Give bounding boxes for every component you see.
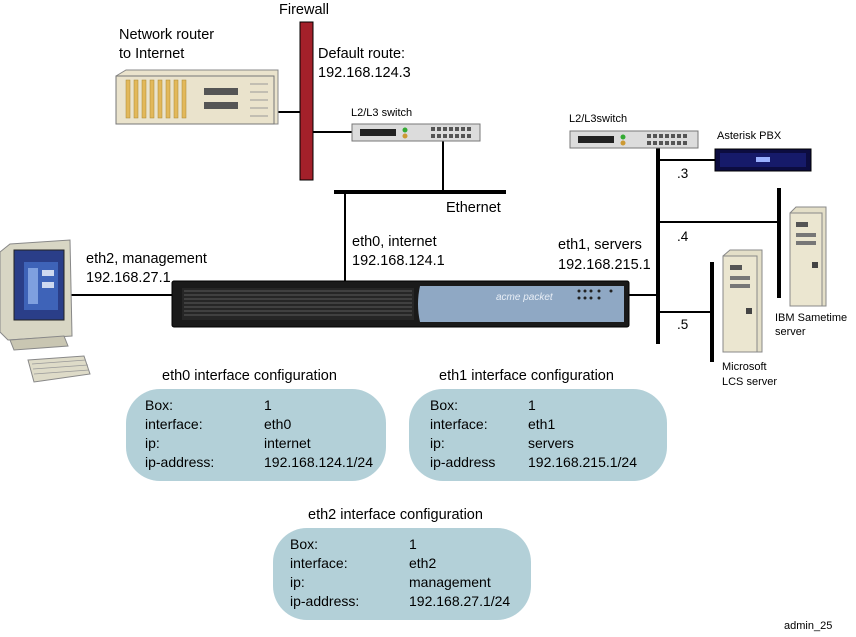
eth0-config-box xyxy=(126,389,386,481)
host-suffix-3: .3 xyxy=(677,166,689,181)
switch-right-label: L2/L3switch xyxy=(569,113,628,125)
host-suffix-4: .4 xyxy=(677,229,689,244)
firewall-bar xyxy=(299,21,314,181)
default-route-line2: 192.168.124.3 xyxy=(318,65,411,81)
connection-lines xyxy=(70,111,781,362)
eth1-config-key: ip-address xyxy=(430,454,496,470)
switch-left-device xyxy=(351,123,481,142)
ibm-server-label-line2: server xyxy=(775,326,806,338)
network-router-device xyxy=(115,69,279,125)
eth2-config-key: ip-address: xyxy=(290,593,360,609)
acme-packet-appliance xyxy=(171,280,630,328)
eth0-config-key: ip: xyxy=(145,435,160,451)
router-label-line2: to Internet xyxy=(119,46,185,62)
eth1-config-key: Box: xyxy=(430,397,459,413)
ethernet-label: Ethernet xyxy=(446,200,501,216)
eth0-config-title: eth0 interface configuration xyxy=(162,368,337,384)
eth1-config-title: eth1 interface configuration xyxy=(439,368,614,384)
eth2-config-key: ip: xyxy=(290,574,305,590)
eth1-config-key: ip: xyxy=(430,435,445,451)
eth0-config-value: 192.168.124.1/24 xyxy=(264,454,373,470)
eth1-config-value: 1 xyxy=(528,397,536,413)
eth0-config-value: eth0 xyxy=(264,416,292,432)
eth2-config-key: Box: xyxy=(290,536,319,552)
host-suffix-5: .5 xyxy=(677,317,689,332)
eth2-config-box xyxy=(273,528,531,620)
eth2-config-key: interface: xyxy=(290,555,348,571)
microsoft-lcs-server xyxy=(722,249,763,353)
router-label-line1: Network router xyxy=(119,27,215,43)
eth2-label-line2: 192.168.27.1 xyxy=(86,270,171,286)
eth2-config-title: eth2 interface configuration xyxy=(308,507,483,523)
eth2-config-value: 192.168.27.1/24 xyxy=(409,593,511,609)
eth0-label-line2: 192.168.124.1 xyxy=(352,253,445,269)
eth1-label-line2: 192.168.215.1 xyxy=(558,257,651,273)
switch-left-label: L2/L3 switch xyxy=(351,107,413,119)
eth2-config-value: eth2 xyxy=(409,555,437,571)
eth1-label-line1: eth1, servers xyxy=(558,237,642,253)
eth2-config-value: management xyxy=(409,574,491,590)
eth2-label-line1: eth2, management xyxy=(86,251,207,267)
device-brand-label: acme packet xyxy=(496,292,553,303)
ibm-server-label-line1: IBM Sametime xyxy=(775,312,848,324)
eth0-config-value: 1 xyxy=(264,397,272,413)
eth0-label-line1: eth0, internet xyxy=(352,234,437,250)
default-route-line1: Default route: xyxy=(318,46,406,62)
eth1-config-key: interface: xyxy=(430,416,488,432)
eth1-config-box xyxy=(409,389,667,481)
asterisk-pbx-device xyxy=(714,148,812,172)
eth2-config-value: 1 xyxy=(409,536,417,552)
eth0-config-key: interface: xyxy=(145,416,203,432)
workstation-computer xyxy=(0,239,91,383)
asterisk-pbx-label: Asterisk PBX xyxy=(717,130,782,142)
firewall-label: Firewall xyxy=(279,2,329,18)
eth0-config-key: Box: xyxy=(145,397,174,413)
ms-server-label-line2: LCS server xyxy=(722,376,778,388)
eth0-config-key: ip-address: xyxy=(145,454,215,470)
eth1-config-value: 192.168.215.1/24 xyxy=(528,454,637,470)
eth0-config-value: internet xyxy=(264,435,311,451)
eth1-config-value: eth1 xyxy=(528,416,556,432)
switch-right-device xyxy=(569,130,699,149)
eth1-config-value: servers xyxy=(528,435,574,451)
ibm-sametime-server xyxy=(789,206,827,307)
ms-server-label-line1: Microsoft xyxy=(722,361,767,373)
figure-id-label: admin_25 xyxy=(784,620,833,632)
